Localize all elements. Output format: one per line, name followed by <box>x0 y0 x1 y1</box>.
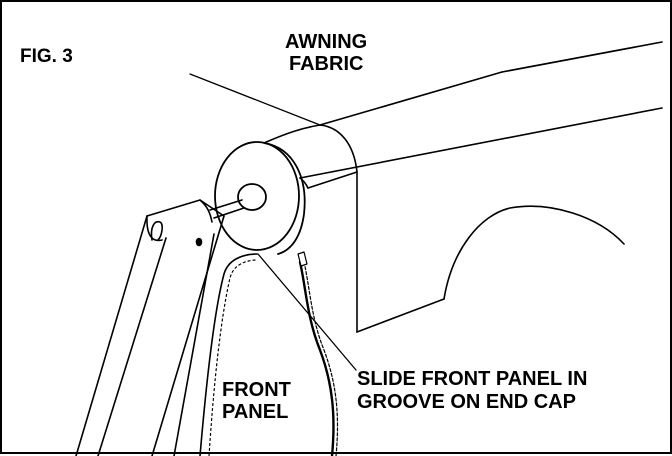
axle <box>209 199 245 219</box>
awning-fabric-label-line-1: AWNING <box>285 31 368 53</box>
awning-fabric-leader <box>189 73 321 126</box>
slide-instruction-line-2: GROOVE ON END CAP <box>357 391 576 414</box>
fabric-panel <box>356 41 663 333</box>
front-panel-label-line-1: FRONT <box>222 379 291 401</box>
pull-strap <box>297 251 339 456</box>
front-panel-label: FRONT PANEL <box>222 379 291 424</box>
slide-instruction-line-1: SLIDE FRONT PANEL IN <box>357 368 588 390</box>
slide-instruction-leader <box>257 253 357 371</box>
awning-fabric-label-line-2: FABRIC <box>289 53 364 76</box>
slide-instruction-label: SLIDE FRONT PANEL IN GROOVE ON END CAP <box>357 368 587 415</box>
roller-tube <box>263 71 663 333</box>
figure-label: FIG. 3 <box>20 46 73 67</box>
support-arm <box>75 199 225 456</box>
end-cap <box>214 141 306 255</box>
awning-fabric-label: AWNING FABRIC <box>285 31 367 76</box>
front-panel-label-line-2: PANEL <box>222 401 289 424</box>
front-panel-edge <box>199 253 258 456</box>
